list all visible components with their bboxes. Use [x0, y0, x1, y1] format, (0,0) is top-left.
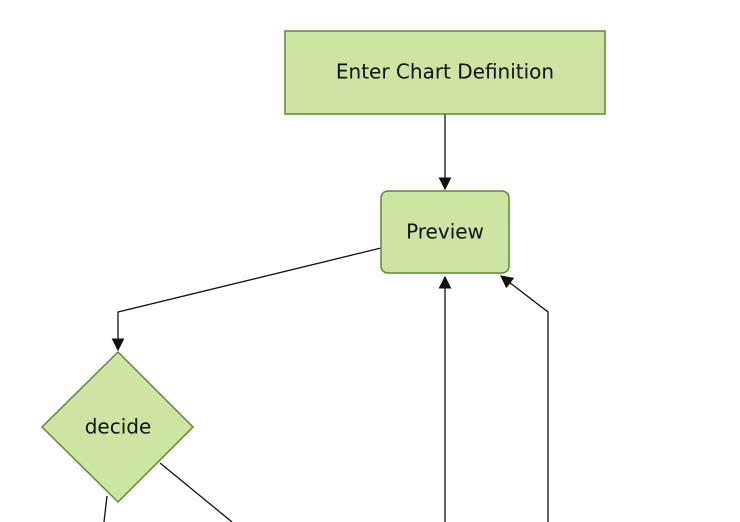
node-enter-chart-definition-label: Enter Chart Definition — [336, 60, 554, 84]
node-decide: decide — [40, 350, 195, 504]
node-enter-chart-definition: Enter Chart Definition — [284, 30, 606, 115]
edge-decide-right-out — [159, 462, 233, 522]
node-preview: Preview — [380, 190, 510, 274]
edge-right-to-preview — [499, 275, 549, 522]
node-decide-label: decide — [85, 415, 152, 439]
node-preview-label: Preview — [406, 220, 484, 244]
edge-preview-to-decide — [111, 247, 382, 352]
edge-decide-left-out — [103, 495, 108, 522]
